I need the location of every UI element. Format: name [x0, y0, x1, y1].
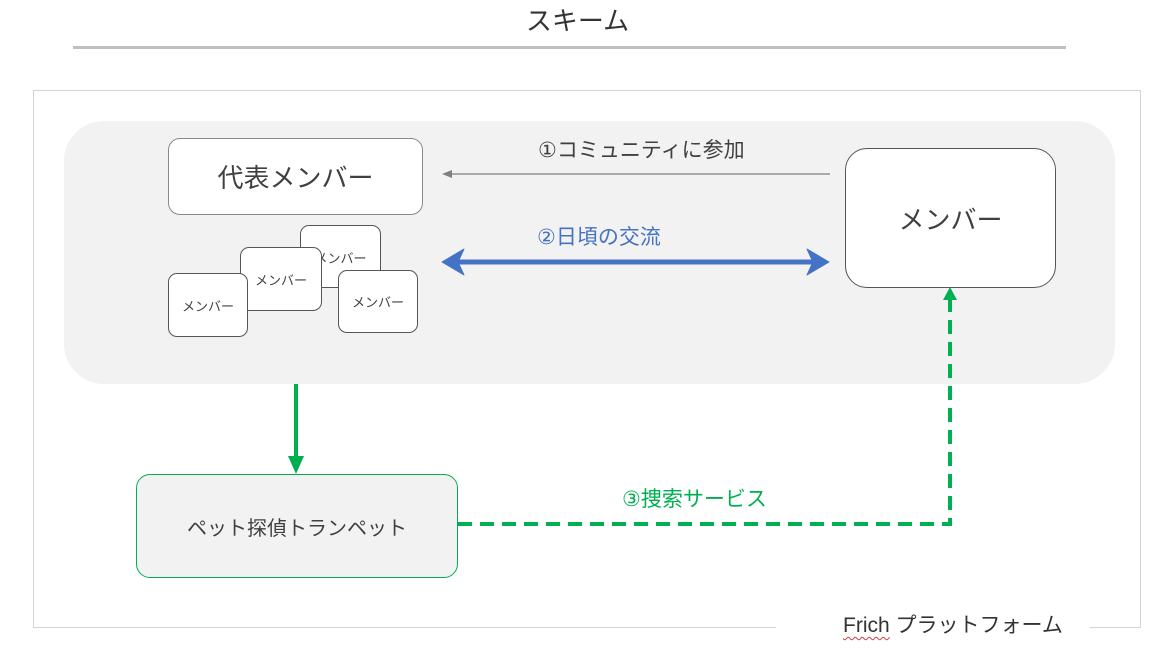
platform-label-background: [776, 604, 1090, 648]
member-card: メンバー: [240, 247, 322, 311]
page-title: スキーム: [525, 7, 630, 37]
search-service-arrow: [458, 287, 957, 526]
platform-label: Frich プラットフォーム: [843, 609, 1063, 639]
platform-name: Frich: [843, 614, 890, 637]
referral-down-arrow: [288, 384, 304, 474]
member-card: メンバー: [168, 273, 248, 337]
title-divider: [73, 46, 1066, 49]
member-card: メンバー: [338, 270, 418, 333]
member-box: メンバー: [845, 148, 1056, 288]
pet-detective-service-box: ペット探偵トランペット: [136, 474, 458, 578]
search-service-label: ③捜索サービス: [622, 487, 767, 511]
diagram-frame: [33, 90, 1141, 628]
representative-member-box: 代表メンバー: [168, 138, 423, 215]
daily-exchange-label: ②日頃の交流: [537, 225, 661, 249]
platform-suffix: プラットフォーム: [889, 614, 1063, 637]
daily-exchange-arrow: [441, 248, 830, 276]
join-community-label: ①コミュニティに参加: [538, 138, 745, 162]
join-arrow: [442, 170, 830, 178]
